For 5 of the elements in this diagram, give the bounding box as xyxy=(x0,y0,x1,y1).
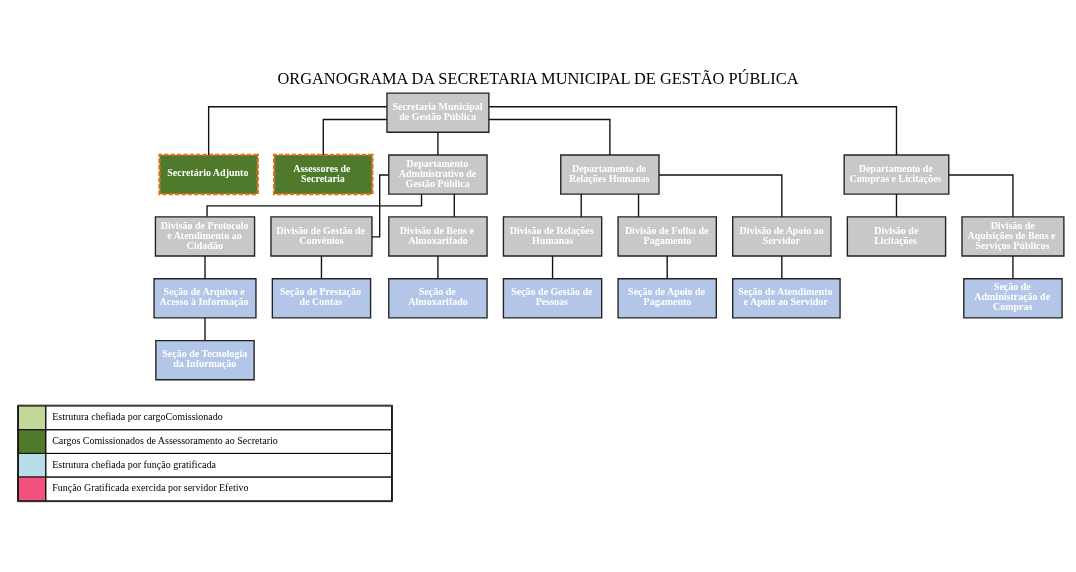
diagram-title: ORGANOGRAMA DA SECRETARIA MUNICIPAL DE GESTÃO PÚBLICA xyxy=(277,69,799,89)
legend-label: Estrutura chefiada por cargoComissionado xyxy=(52,411,223,423)
legend-label: Função Gratificada exercida por servidor Efetivo xyxy=(52,482,249,494)
legend-label: Estrutura chefiada por função gratificada xyxy=(52,458,216,470)
legend-label: Cargos Comissionados de Assessoramento ao Secretario xyxy=(52,435,278,447)
